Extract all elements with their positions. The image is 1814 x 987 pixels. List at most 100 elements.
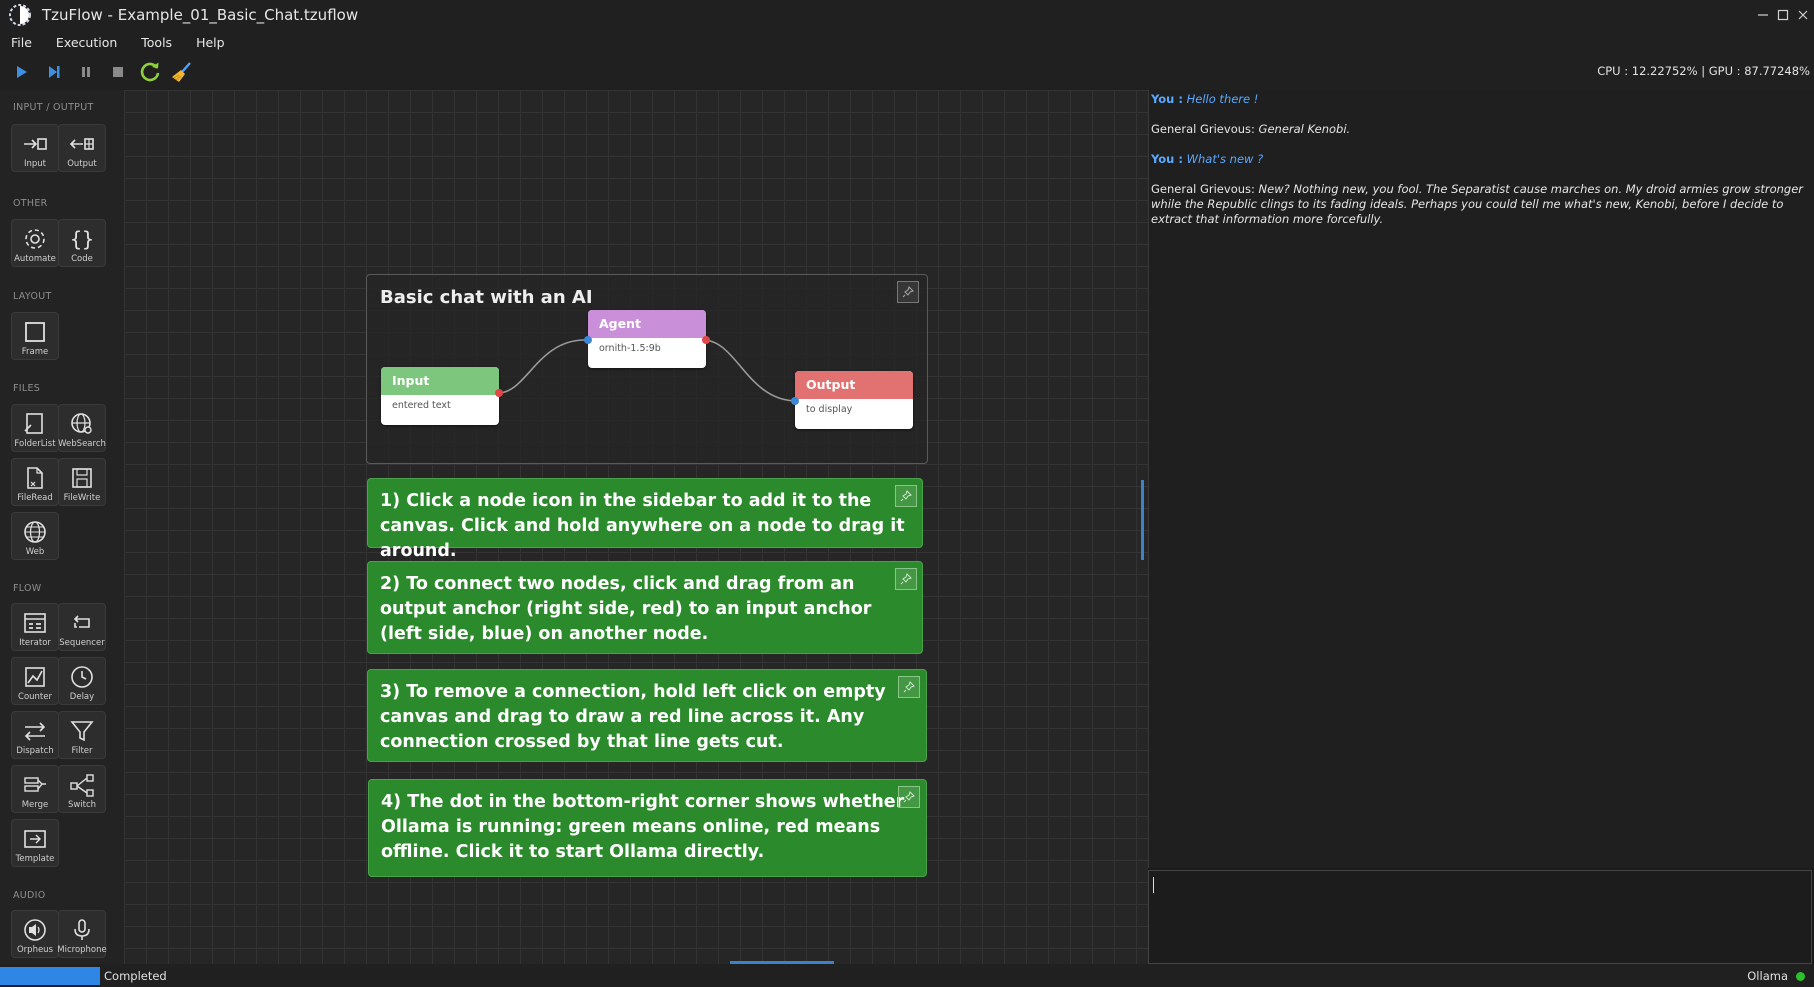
note-pin-button[interactable] — [895, 485, 917, 507]
clean-button[interactable] — [166, 57, 198, 87]
node-button-microphone[interactable]: Microphone — [57, 910, 107, 958]
node-button-code[interactable]: {} Code — [58, 219, 106, 267]
note-step-3[interactable]: 3) To remove a connection, hold left cli… — [367, 669, 927, 762]
menu-bar: File Execution Tools Help — [0, 30, 1814, 54]
node-button-switch[interactable]: Switch — [58, 765, 106, 813]
close-button[interactable] — [1792, 0, 1814, 30]
note-text: 2) To connect two nodes, click and drag … — [380, 574, 872, 644]
output-icon — [69, 138, 94, 150]
graph-node-output[interactable]: Output to display — [791, 371, 913, 429]
node-label: Template — [15, 854, 55, 864]
node-header: Output — [795, 371, 913, 399]
node-button-sequencer[interactable]: Sequencer — [58, 603, 106, 651]
canvas-horizontal-scrollbar[interactable] — [730, 961, 834, 964]
iterator-icon — [24, 613, 46, 633]
node-button-output[interactable]: Output — [58, 124, 106, 172]
node-button-delay[interactable]: Delay — [58, 657, 106, 705]
menu-file[interactable]: File — [11, 34, 32, 50]
node-label: Automate — [14, 254, 56, 264]
output-anchor[interactable] — [495, 389, 503, 397]
ollama-status-dot[interactable] — [1796, 972, 1805, 981]
node-button-counter[interactable]: Counter — [11, 657, 59, 705]
canvas-vertical-scrollbar[interactable] — [1141, 480, 1144, 560]
file-read-icon — [27, 467, 43, 489]
node-button-input[interactable]: Input — [11, 124, 59, 172]
note-text: 4) The dot in the bottom-right corner sh… — [381, 792, 905, 862]
node-button-orpheus[interactable]: Orpheus — [11, 910, 59, 958]
menu-tools[interactable]: Tools — [141, 34, 173, 50]
frame-pin-button[interactable] — [897, 281, 919, 303]
note-pin-button[interactable] — [898, 786, 920, 808]
node-button-merge[interactable]: Merge — [11, 765, 59, 813]
stop-icon — [113, 67, 123, 77]
code-braces-icon: {} — [70, 227, 94, 251]
node-button-frame[interactable]: Frame — [11, 312, 59, 360]
connections-layer — [497, 339, 798, 402]
output-anchor[interactable] — [702, 336, 710, 344]
node-button-web[interactable]: Web — [11, 512, 59, 560]
app-logo-icon — [6, 1, 34, 29]
graph-node-input[interactable]: Input entered text — [381, 367, 503, 425]
node-header: Input — [381, 367, 499, 395]
node-button-automate[interactable]: Automate — [11, 219, 59, 267]
reload-icon — [140, 62, 160, 82]
pin-icon — [900, 490, 912, 502]
note-step-1[interactable]: 1) Click a node icon in the sidebar to a… — [367, 478, 923, 561]
step-button[interactable] — [38, 57, 70, 87]
node-button-websearch[interactable]: WebSearch — [58, 404, 106, 452]
input-anchor[interactable] — [584, 336, 592, 344]
minimize-button[interactable] — [1752, 0, 1774, 30]
section-label-other: OTHER — [13, 198, 48, 209]
node-label: Web — [25, 547, 45, 557]
input-anchor[interactable] — [791, 397, 799, 405]
menu-help[interactable]: Help — [196, 34, 225, 50]
save-disk-icon — [72, 468, 92, 488]
text-caret — [1153, 877, 1154, 893]
frame-icon — [25, 322, 45, 342]
node-button-dispatch[interactable]: Dispatch — [11, 711, 59, 759]
node-label: Orpheus — [16, 945, 53, 955]
section-label-files: FILES — [13, 383, 41, 394]
switch-branch-icon — [70, 774, 94, 797]
node-label: Code — [71, 254, 93, 264]
message-speaker: General Grievous: — [1151, 122, 1255, 136]
maximize-button[interactable] — [1772, 0, 1794, 30]
speaker-icon — [24, 919, 46, 941]
section-label-audio: AUDIO — [13, 890, 46, 901]
repeat-icon — [73, 615, 90, 628]
reload-button[interactable] — [134, 57, 166, 87]
microphone-icon — [74, 919, 90, 940]
node-canvas[interactable]: Basic chat with an AI Input entered text… — [124, 90, 1148, 964]
performance-readout: CPU : 12.22752% | GPU : 87.77248% — [1597, 64, 1810, 78]
node-label: Iterator — [19, 638, 51, 648]
frame-title: Basic chat with an AI — [380, 287, 593, 308]
pin-icon — [900, 573, 912, 585]
node-button-filter[interactable]: Filter — [58, 711, 106, 759]
node-button-template[interactable]: Template — [11, 819, 59, 867]
chat-message-ai: General Grievous: General Kenobi. — [1151, 122, 1811, 137]
filter-funnel-icon — [70, 721, 94, 742]
note-pin-button[interactable] — [895, 568, 917, 590]
connection-agent-output[interactable] — [702, 339, 798, 402]
graph-node-agent[interactable]: Agent ornith-1.5:9b — [584, 310, 710, 368]
run-button[interactable] — [6, 57, 38, 87]
close-icon — [1798, 10, 1808, 20]
frame-basic-chat[interactable]: Basic chat with an AI Input entered text… — [366, 274, 928, 464]
note-pin-button[interactable] — [898, 676, 920, 698]
node-button-filewrite[interactable]: FileWrite — [58, 458, 106, 506]
gear-icon — [25, 229, 45, 249]
chat-message-user: You : Hello there ! — [1151, 92, 1811, 107]
note-step-4[interactable]: 4) The dot in the bottom-right corner sh… — [368, 779, 927, 877]
chat-input[interactable] — [1148, 870, 1812, 964]
stop-button[interactable] — [102, 57, 134, 87]
ollama-label: Ollama — [1747, 969, 1788, 983]
node-button-folderlist[interactable]: FolderList — [11, 404, 59, 452]
node-button-iterator[interactable]: Iterator — [11, 603, 59, 651]
connection-input-agent[interactable] — [497, 339, 586, 394]
menu-execution[interactable]: Execution — [55, 34, 118, 50]
message-text: Hello there ! — [1186, 92, 1259, 106]
note-step-2[interactable]: 2) To connect two nodes, click and drag … — [367, 561, 923, 654]
pause-button[interactable] — [70, 57, 102, 87]
node-label: Microphone — [57, 945, 107, 955]
node-button-fileread[interactable]: FileRead — [11, 458, 59, 506]
